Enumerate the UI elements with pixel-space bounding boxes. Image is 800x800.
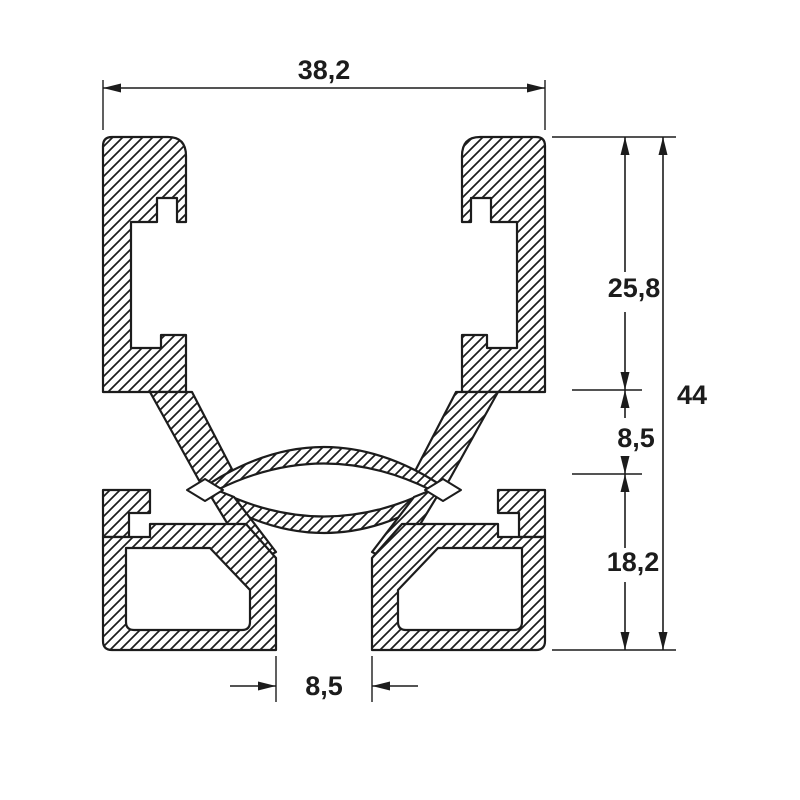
- arrow-up-icon: [658, 137, 668, 155]
- dim-slot-width: 8,5: [230, 656, 418, 702]
- profile-bottom-right-hook: [496, 488, 547, 539]
- arrow-up-icon: [620, 390, 630, 408]
- dim-overall-width: 38,2: [102, 55, 546, 130]
- dim-extension-lines-right: [552, 136, 676, 651]
- arrow-left-icon: [103, 83, 121, 93]
- dim-total-height-label: 44: [677, 380, 707, 410]
- profile-bottom-right-foot: [370, 522, 547, 652]
- arrow-left-icon: [372, 681, 390, 691]
- profile-bottom-left-foot: [101, 522, 278, 652]
- dim-overall-width-label: 38,2: [298, 55, 351, 85]
- arrow-right-icon: [258, 681, 276, 691]
- dim-total-height: 44: [658, 137, 707, 650]
- lens-tip-gap-right: [424, 478, 462, 502]
- arrow-right-icon: [527, 83, 545, 93]
- profile-top-right-wall: [460, 135, 547, 394]
- dim-upper-height: 25,8: [608, 137, 661, 390]
- dim-lens-height-label: 8,5: [617, 423, 655, 453]
- dim-slot-width-label: 8,5: [305, 671, 343, 701]
- arrow-up-icon: [620, 474, 630, 492]
- dim-lens-height: 8,5: [617, 390, 655, 474]
- dim-lower-height-label: 18,2: [607, 547, 660, 577]
- arrow-down-icon: [658, 632, 668, 650]
- profile-top-left-wall: [101, 135, 188, 394]
- dim-upper-height-label: 25,8: [608, 273, 661, 303]
- arrow-down-icon: [620, 632, 630, 650]
- profile-body: [101, 135, 547, 652]
- dim-lower-height: 18,2: [607, 474, 660, 650]
- arrow-up-icon: [620, 137, 630, 155]
- profile-bottom-left-hook: [101, 488, 152, 539]
- lens-tip-gap-left: [186, 478, 224, 502]
- arrow-down-icon: [620, 456, 630, 474]
- arrow-down-icon: [620, 372, 630, 390]
